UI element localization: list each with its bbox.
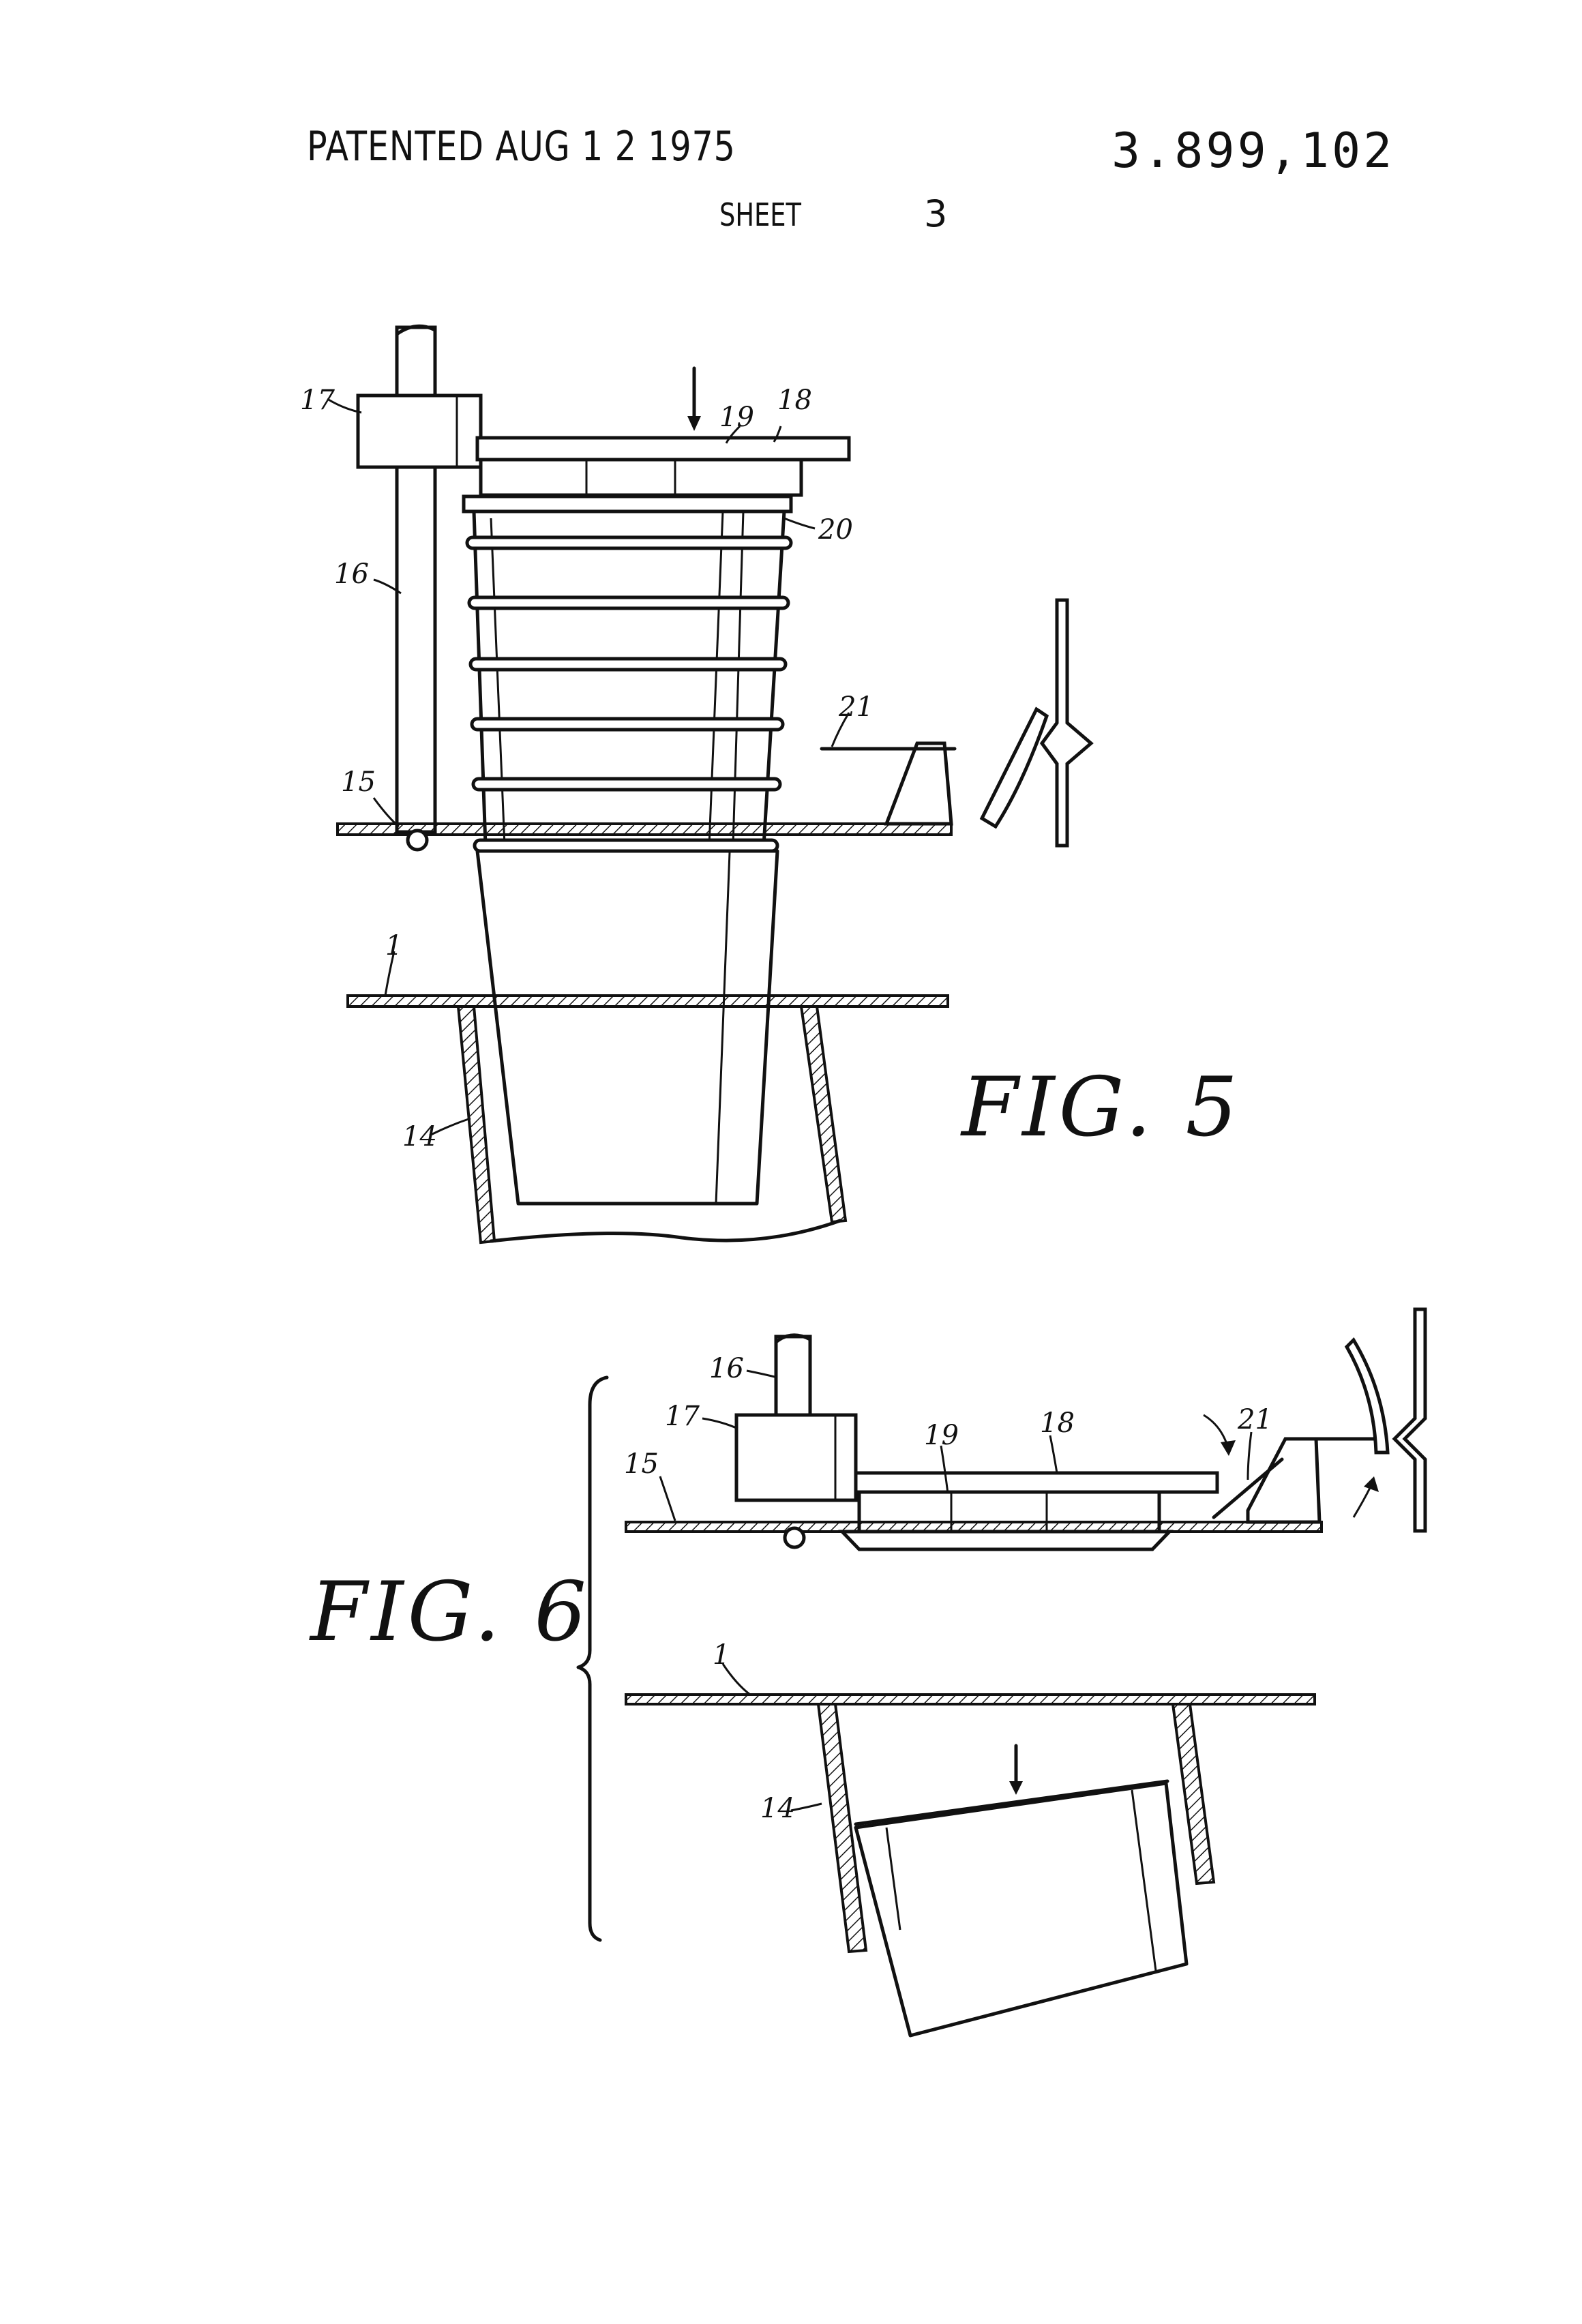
ref-label: 19 (719, 402, 754, 433)
collar-17 (736, 1415, 856, 1500)
plate-18 (477, 438, 849, 460)
ref-label: 18 (777, 385, 812, 416)
figure-title: FIG. 5 (960, 1060, 1242, 1155)
figure-5: 17 18 19 20 16 21 15 1 14 FIG. 5 (300, 326, 1242, 1242)
plate-15 (338, 824, 951, 835)
ref-label: 14 (760, 1793, 795, 1824)
ref-label: 21 (838, 691, 874, 723)
plate-1 (626, 1695, 1315, 1704)
ref-label: 15 (341, 766, 376, 798)
ref-label: 18 (1040, 1407, 1075, 1439)
ref-label: 1 (385, 930, 402, 962)
ref-label: 16 (334, 558, 369, 590)
cup-stack (467, 511, 791, 851)
ref-label: 16 (709, 1353, 744, 1384)
lowest-cup (477, 851, 777, 1204)
ref-label: 1 (713, 1639, 730, 1671)
figure-title: FIG. 6 (309, 1565, 591, 1660)
ref-label: 21 (1237, 1404, 1272, 1435)
ref-label: 20 (818, 514, 853, 546)
figure-6: 16 17 18 19 21 15 1 14 FIG. 6 (309, 1309, 1425, 2036)
ref-label: 15 (624, 1448, 659, 1480)
ref-label: 17 (300, 385, 335, 416)
ref-label: 14 (402, 1121, 437, 1152)
collar-17 (358, 396, 481, 467)
disk-19 (464, 496, 791, 511)
ref-label: 17 (665, 1401, 700, 1432)
deflector-21 (886, 743, 951, 824)
plate-18 (856, 1473, 1217, 1492)
ref-label: 19 (924, 1420, 959, 1451)
tube-14 (458, 1007, 494, 1242)
plate-1 (348, 996, 948, 1007)
